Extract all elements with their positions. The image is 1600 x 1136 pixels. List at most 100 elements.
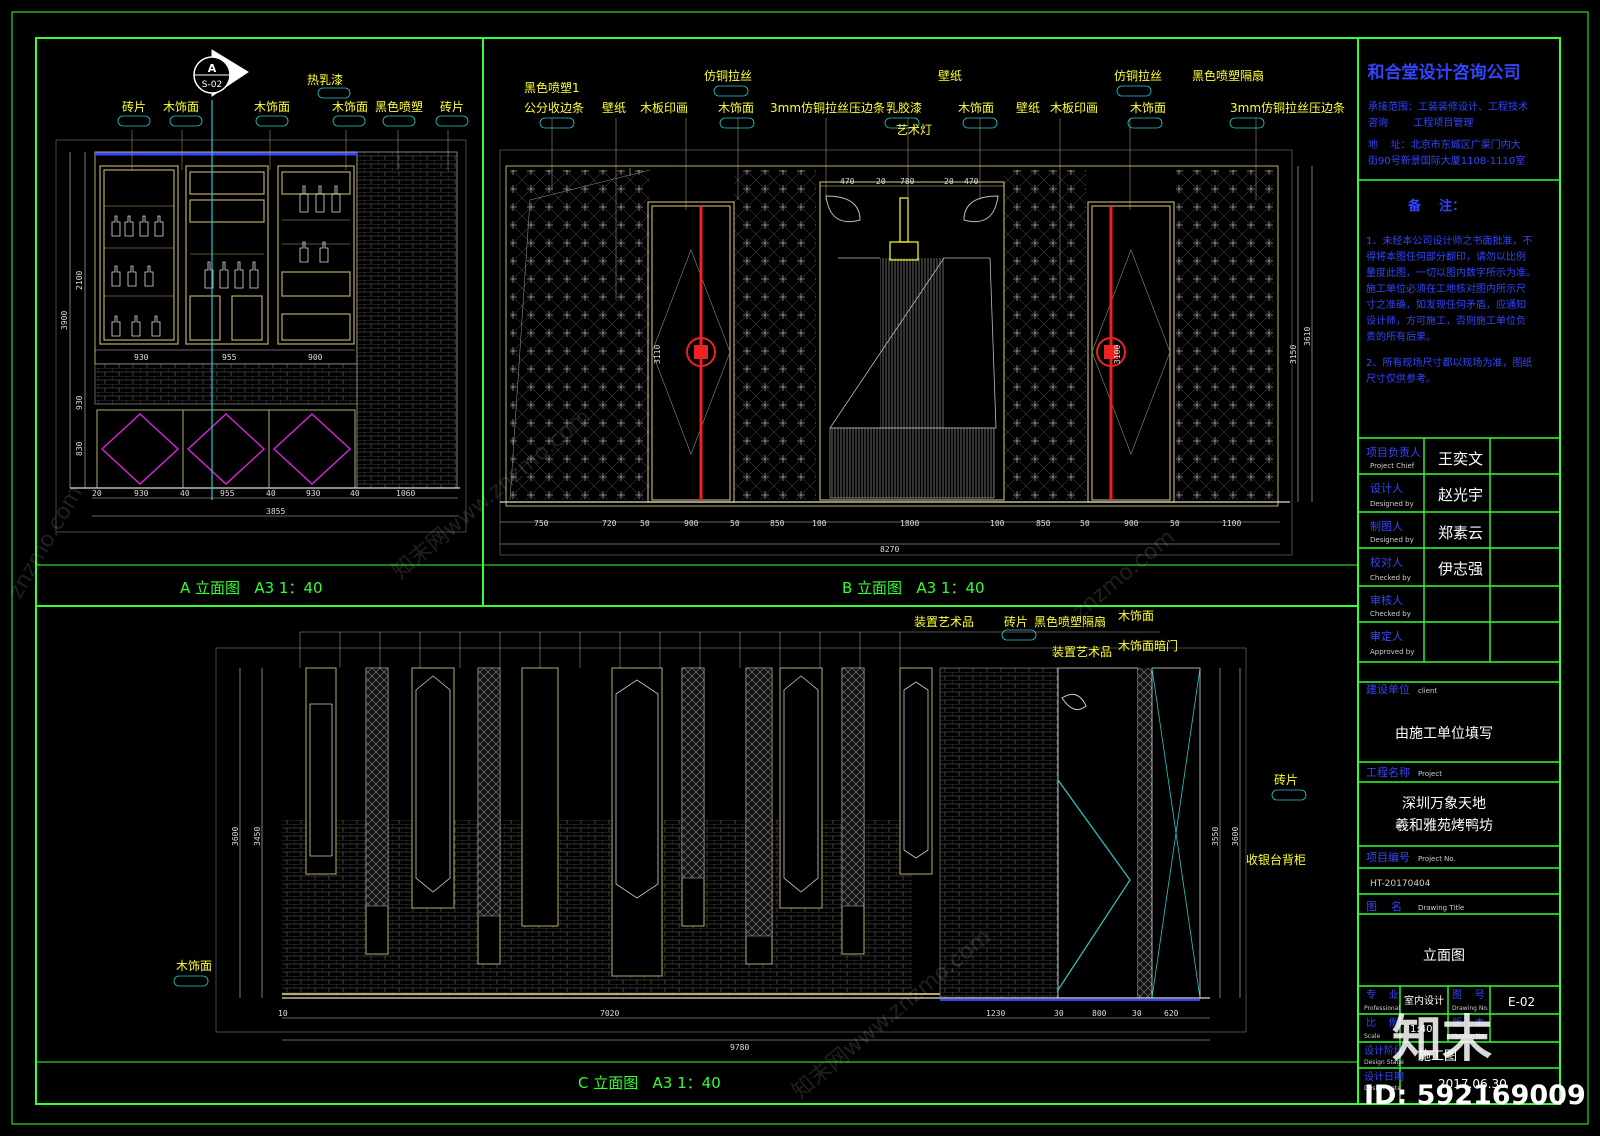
a-dim-left-4: 830	[75, 441, 84, 456]
note-line-2: 得将本图任何部分翻印，请勿以比例	[1366, 250, 1526, 263]
b-callout-9: 艺术灯	[896, 123, 932, 137]
role-en-5: Checked by	[1370, 610, 1411, 618]
drawing-no-label: 图 号	[1452, 989, 1485, 1001]
a-dim-mid-3: 900	[308, 353, 323, 362]
c-callout-4: 木饰面	[1118, 609, 1154, 623]
version-label: 版 本	[1452, 1016, 1485, 1029]
b-dim-bottom-14: 1100	[1222, 519, 1241, 528]
b-dim-bottom-13: 50	[1170, 519, 1180, 528]
c-dim-bottom-6: 30	[1132, 1009, 1142, 1018]
role-en-2: Designed by	[1370, 500, 1414, 508]
chinese-knot-ornament	[686, 206, 1126, 500]
b-dim-bottom-9: 100	[990, 519, 1005, 528]
role-name-3: 郑素云	[1438, 524, 1483, 542]
b-callout-2: 公分收边条	[524, 101, 584, 115]
elevation-b-dims: 750 720 50 900 50 850 100 1800 100 850 5…	[534, 177, 1312, 554]
b-dim-top-3: 780	[900, 177, 915, 186]
c-callout-1: 装置艺术品	[914, 615, 974, 629]
c-callout-9: 木饰面	[176, 959, 212, 973]
b-callout-14: 仿铜拉丝	[1114, 68, 1162, 83]
sheet-frame	[11, 11, 1589, 1125]
note-line-9: 尺寸仅供参考。	[1366, 372, 1436, 385]
project-no-value: HT-20170404	[1370, 879, 1431, 889]
role-label-3: 制图人	[1370, 520, 1403, 533]
note-line-8: 2、所有现场尺寸都以现场为准，图纸	[1366, 356, 1532, 369]
b-dim-bottom-4: 900	[684, 519, 699, 528]
c-dim-left-1: 3600	[231, 827, 240, 846]
role-name-4: 伊志强	[1438, 560, 1483, 578]
b-callout-4: 壁纸	[602, 100, 626, 115]
role-label-6: 审定人	[1370, 629, 1403, 643]
title-elevation-b: B 立面图 A3 1：40	[842, 579, 985, 597]
b-callout-11: 木饰面	[958, 101, 994, 115]
section-arrow-icon: A S-02	[193, 49, 249, 97]
note-line-3: 量度此图，一切以图内数字所示为准。	[1366, 266, 1536, 279]
scale-en: Scale	[1364, 1033, 1380, 1040]
project-label: 工程名称	[1366, 765, 1410, 779]
c-callout-3: 黑色喷塑隔扇	[1034, 614, 1106, 629]
b-dim-bottom-11: 50	[1080, 519, 1090, 528]
b-callout-7: 3mm仿铜拉丝压边条	[770, 100, 885, 115]
c-dim-bottom-3: 1230	[986, 1009, 1005, 1018]
watermark-repeat-4: znzmo.com	[4, 482, 88, 603]
b-dim-right-3: 3150	[1289, 345, 1298, 364]
role-en-4: Checked by	[1370, 574, 1411, 582]
a-callout-7: 热乳漆	[307, 73, 343, 87]
stage-en: Design Stage	[1364, 1059, 1404, 1066]
c-dim-bottom-7: 620	[1164, 1009, 1179, 1018]
b-dim-bottom-2: 720	[602, 519, 617, 528]
a-dim-total: 3855	[266, 507, 285, 516]
role-en-3: Designed by	[1370, 536, 1414, 544]
a-dim-left-1: 3900	[60, 311, 69, 330]
date-en: Design Date	[1364, 1085, 1401, 1092]
b-callout-17: 3mm仿铜拉丝压边条	[1230, 100, 1345, 115]
a-dim-bottom-5: 40	[266, 489, 276, 498]
company-info-1: 承接范围：工装装修设计、工程技术	[1368, 100, 1528, 113]
project-name-2: 羲和雅苑烤鸭坊	[1395, 818, 1493, 834]
b-callout-6: 木饰面	[718, 101, 754, 115]
version-en: Version No.	[1452, 1033, 1486, 1040]
role-en-1: Project Chief	[1370, 462, 1415, 470]
b-dim-top-5: 470	[964, 177, 979, 186]
a-callout-4: 木饰面	[332, 100, 368, 114]
b-dim-bottom-8: 1800	[900, 519, 919, 528]
a-dim-bottom-6: 930	[306, 489, 321, 498]
role-label-2: 设计人	[1370, 482, 1403, 495]
stage-value: 施工图	[1418, 1049, 1457, 1064]
a-dim-bottom-8: 1060	[396, 489, 415, 498]
drawing-title-en: Drawing Title	[1418, 904, 1464, 912]
project-en: Project	[1418, 770, 1442, 778]
project-no-label: 项目编号	[1366, 850, 1410, 864]
c-dim-right-1: 3550	[1211, 827, 1220, 846]
watermark-brand: 知末	[1392, 1010, 1492, 1068]
c-dim-left-2: 3450	[253, 827, 262, 846]
role-name-2: 赵光宇	[1438, 486, 1483, 504]
title-elevation-a: A 立面图 A3 1：40	[180, 579, 323, 597]
role-name-1: 王奕文	[1438, 450, 1483, 468]
company-info-3: 地 址：北京市东城区广渠门内大	[1368, 138, 1521, 151]
professional-en: Professional	[1364, 1005, 1400, 1012]
c-callout-8: 收银台背柜	[1246, 852, 1306, 867]
a-dim-bottom-7: 40	[350, 489, 360, 498]
a-callout-5: 黑色喷塑	[375, 99, 423, 114]
elevation-a-callouts: 砖片 木饰面 木饰面 木饰面 黑色喷塑 砖片 热乳漆	[122, 73, 464, 114]
a-callout-3: 木饰面	[254, 100, 290, 114]
stage-label: 设计阶段	[1364, 1044, 1404, 1057]
b-dim-right-4: 3100	[1113, 345, 1122, 364]
b-callout-16: 木饰面	[1130, 101, 1166, 115]
a-dim-bottom-2: 930	[134, 489, 149, 498]
role-label-5: 审核人	[1370, 593, 1403, 607]
a-callout-1: 砖片	[122, 99, 146, 114]
c-callout-7: 砖片	[1274, 772, 1298, 787]
date-label: 设计日期	[1364, 1070, 1404, 1083]
c-callout-2: 砖片	[1004, 614, 1028, 629]
c-callout-5: 装置艺术品	[1052, 645, 1112, 659]
note-line-6: 设计师，方可施工，否则施工单位负	[1366, 314, 1526, 327]
c-dim-bottom-4: 30	[1054, 1009, 1064, 1018]
section-marker-letter: A	[208, 62, 217, 75]
drawing-title-value: 立面图	[1423, 948, 1465, 964]
note-line-4: 施工单位必须在工地核对图内所示尺	[1366, 282, 1526, 295]
company-info-4: 街90号新景国际大厦1108-1110室	[1368, 154, 1525, 167]
b-dim-top-1: 470	[840, 177, 855, 186]
client-label: 建设单位	[1366, 682, 1410, 696]
